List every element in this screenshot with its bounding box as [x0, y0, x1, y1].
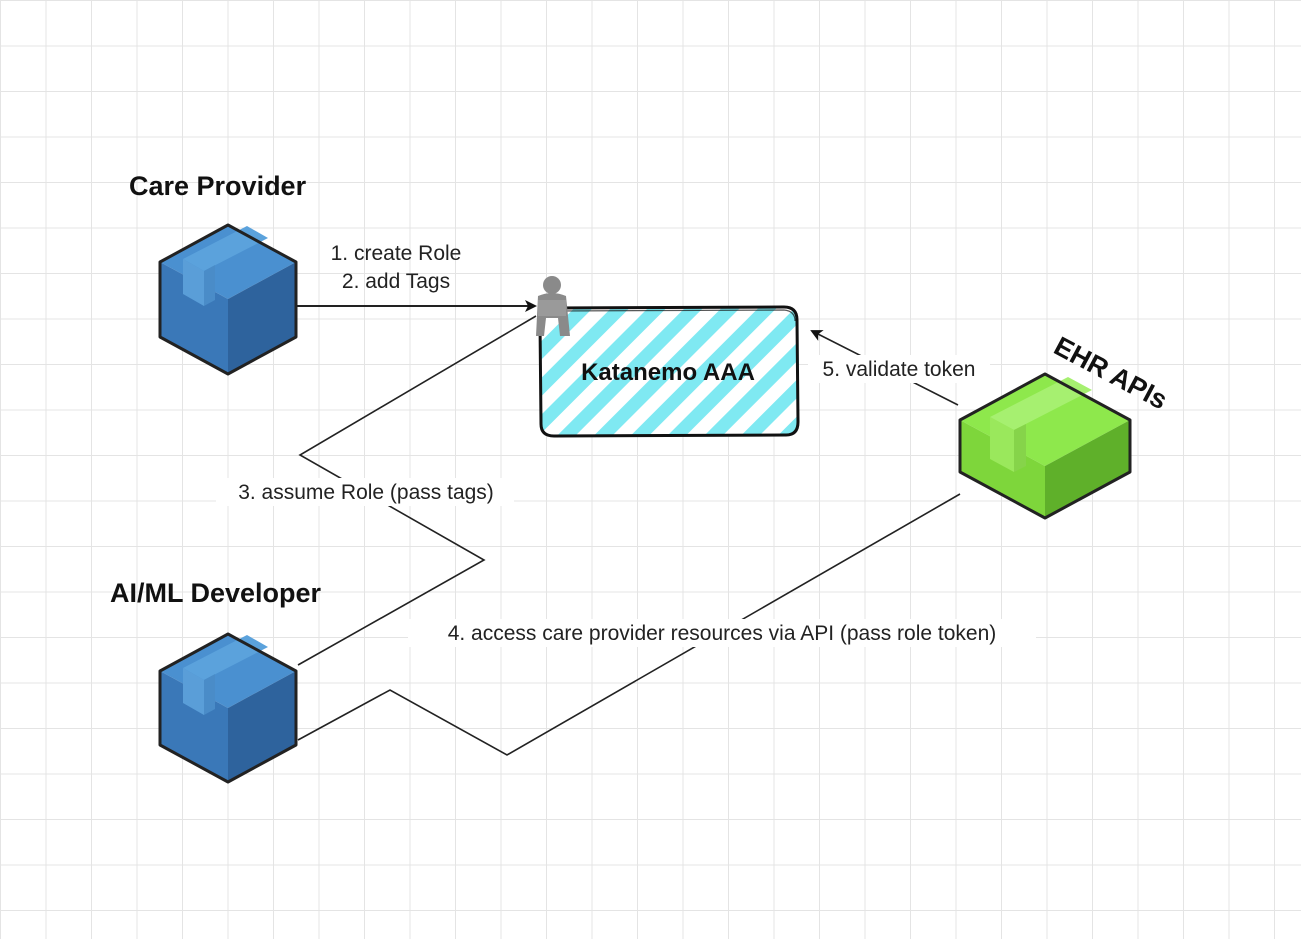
developer-cube-icon	[158, 632, 298, 784]
care-provider-label: Care Provider	[129, 171, 307, 201]
step-access-resources: 4. access care provider resources via AP…	[448, 622, 997, 645]
step-create-role: 1. create Role	[331, 242, 462, 265]
step-assume-role: 3. assume Role (pass tags)	[238, 481, 494, 504]
ehr-cube-icon	[958, 372, 1132, 520]
step-validate-token: 5. validate token	[823, 358, 976, 381]
validate-label-bg	[808, 355, 990, 383]
assume-role-label-bg	[216, 478, 514, 506]
developer-label: AI/ML Developer	[110, 578, 322, 608]
step-add-tags: 2. add Tags	[342, 270, 450, 293]
service-name: Katanemo AAA	[581, 359, 755, 386]
edge-assume-role	[297, 315, 537, 666]
katanemo-aaa-service: Katanemo AAA	[538, 305, 800, 438]
user-icon	[536, 276, 570, 336]
access-label-bg	[408, 619, 1036, 647]
care-provider-cube-icon	[158, 223, 298, 376]
